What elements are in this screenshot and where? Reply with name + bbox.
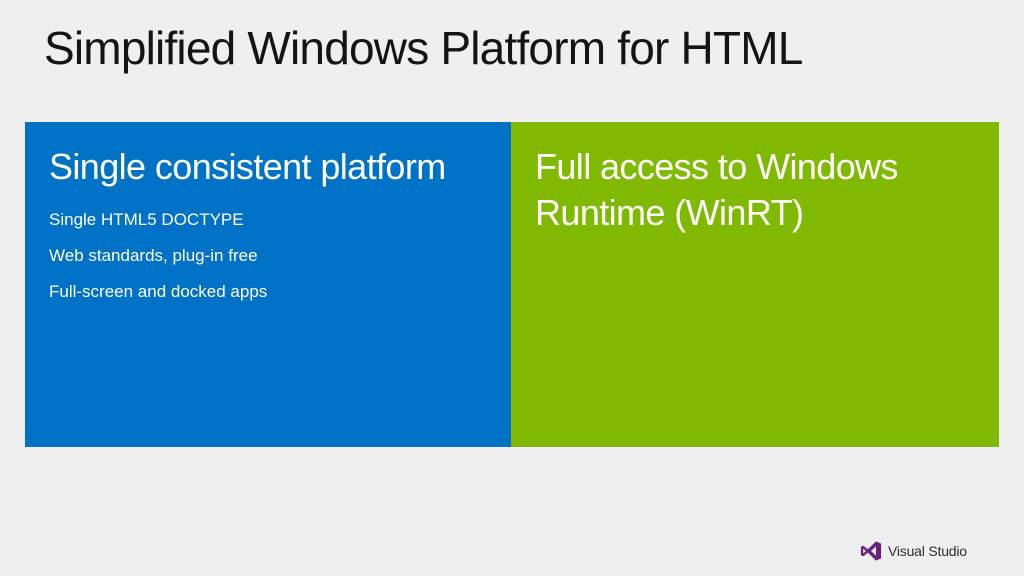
tile-heading: Full access to Windows Runtime (WinRT) xyxy=(535,146,899,233)
visual-studio-logo-icon xyxy=(860,541,882,561)
list-item: Single HTML5 DOCTYPE xyxy=(49,210,244,229)
visual-studio-brand: Visual Studio xyxy=(860,539,967,563)
tile-full-access-winrt: Full access to Windows Runtime (WinRT) xyxy=(511,122,999,447)
list-item: Full-screen and docked apps xyxy=(49,282,268,301)
slide-title: Simplified Windows Platform for HTML xyxy=(44,22,803,74)
bullet-list: Single HTML5 DOCTYPE Web standards, plug… xyxy=(49,202,511,310)
tile-heading: Single consistent platform xyxy=(49,146,446,187)
tile-single-consistent-platform: Single consistent platform Single HTML5 … xyxy=(25,122,511,447)
visual-studio-wordmark: Visual Studio xyxy=(888,543,967,559)
list-item: Web standards, plug-in free xyxy=(49,246,258,265)
